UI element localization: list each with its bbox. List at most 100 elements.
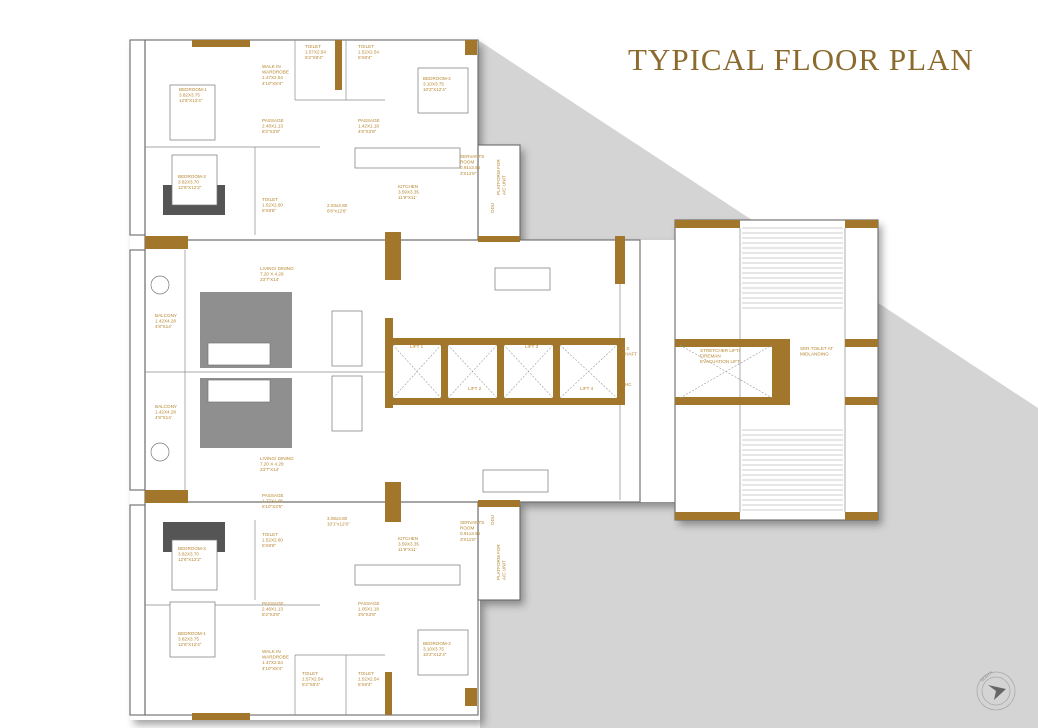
odu-label: ODU — [490, 203, 495, 213]
lift-cross — [392, 344, 442, 399]
room-label-line: 6'8"x12'6" — [327, 209, 347, 214]
room-label-line: TOILET — [305, 44, 321, 49]
bed — [171, 154, 218, 206]
room-label-line: PASSAGE — [358, 601, 380, 606]
room-label-line: 3'5"X3'8" — [358, 612, 377, 617]
room-label-line: 23'7"X14' — [260, 277, 279, 282]
room-label-line: PASSAGE — [262, 601, 284, 606]
lift-cross — [679, 344, 773, 399]
room-label-line: SERVANTS — [460, 154, 484, 159]
room-label-line: 1.05X1.18 — [358, 607, 379, 612]
room-label-line: FIREMAN — [700, 354, 721, 359]
room-label-line: LIFT 1 — [410, 344, 424, 349]
room-label-line: PASSAGE — [358, 118, 380, 123]
room-label-line: LIFT 4 — [580, 386, 594, 391]
odu-label: ODU — [490, 515, 495, 525]
room-label-line: 10'1"x12'6" — [327, 522, 350, 527]
room-label-line: WARDROBE — [262, 655, 289, 660]
room-label-line: 5'10"X3'5" — [262, 504, 283, 509]
room-label-line: 2.48X1.13 — [262, 607, 283, 612]
ac-platform-label-line: PLATFORM FOR — [496, 159, 501, 195]
room-label-line: 0.91x3.55 — [460, 531, 481, 536]
room-label-line: WALK IN — [262, 649, 281, 654]
room-label-line: TOILET — [302, 671, 318, 676]
room-label-line: 10'2"X12'4" — [423, 652, 447, 657]
room-label-line: 3.82X3.75 — [179, 93, 200, 98]
room-label-line: 5'2"X8'4" — [305, 55, 324, 60]
room-label-line: 1.57X2.54 — [305, 50, 326, 55]
room-label-line: 1.42X4.28 — [155, 319, 176, 324]
lift-cross — [503, 344, 554, 399]
room-label-line: SER.TOILET AT — [800, 346, 833, 351]
dining-table — [331, 310, 363, 367]
room-label-line: 12'6"X12'4" — [178, 642, 202, 647]
room-label-line: 1.52X2.60 — [262, 538, 283, 543]
room-label-line: 4'10"X8'4" — [262, 81, 283, 86]
room-label-line: 12'6"X12'4" — [179, 98, 203, 103]
lift-cross — [447, 344, 498, 399]
room-label-line: 3.10X3.75 — [423, 647, 444, 652]
room-label-line: WARDROBE — [262, 70, 289, 75]
room-label-line: BEDROOM-1 — [179, 87, 207, 92]
bed — [417, 67, 469, 114]
room-label: LIFT 3 — [525, 344, 539, 349]
island — [494, 267, 551, 291]
room-label-line: 11'9"X11' — [398, 195, 417, 200]
room-label-line: 5'2"X8'4" — [302, 682, 321, 687]
room-label-line: MIDLANDING — [800, 352, 829, 357]
room-label-line: 8'2"X3'8" — [262, 612, 281, 617]
room-label-line: 7.20 X 4.28 — [260, 462, 284, 467]
room-label-line: 1.47X2.54 — [262, 660, 283, 665]
room-label-line: 1.42X1.18 — [358, 124, 379, 129]
bed — [171, 539, 218, 591]
wall-accents — [145, 40, 878, 720]
sofa — [207, 379, 271, 403]
room-label-line: 3.59X3.35 — [398, 190, 419, 195]
room-label-line: 5'X8'6" — [262, 208, 276, 213]
room-label-line: LIFT 2 — [468, 386, 482, 391]
room-label-line: BEDROOM-2 — [423, 641, 451, 646]
room-label-line: 5'X8'6" — [262, 543, 276, 548]
room-label-line: TOILET — [262, 197, 278, 202]
room-label-line: PASSAGE — [262, 118, 284, 123]
room-label: LIFT 1 — [410, 344, 424, 349]
room-label-line: 1.47X2.54 — [262, 75, 283, 80]
room-label-line: BEDROOM-3 — [178, 546, 206, 551]
room-label-line: 3.10X3.75 — [423, 82, 444, 87]
room-label-line: 4'8"X3'8" — [358, 129, 377, 134]
table-round — [150, 275, 170, 295]
room-label-line: 1.52X2.54 — [358, 677, 379, 682]
room-label-line: 3.82X3.75 — [178, 637, 199, 642]
room-label-line: SHAFT — [622, 352, 637, 357]
room-label-line: 5'X8'4" — [358, 55, 372, 60]
lift-shafts — [392, 344, 773, 399]
room-label-line: 3.82X3.70 — [178, 180, 199, 185]
room-label-line: KITCHEN — [398, 536, 418, 541]
room-label-line: SERVANTS — [460, 520, 484, 525]
room-label-line: 3'X11'8" — [460, 171, 477, 176]
room-label-line: TOILET — [358, 44, 374, 49]
sofa — [207, 342, 271, 366]
room-label-line: 1.42X4.28 — [155, 410, 176, 415]
ac-platform-label-line: A/C UNIT — [502, 175, 507, 195]
room-label-line: ROOM — [460, 160, 474, 165]
room-label-line: 1.52X2.60 — [262, 203, 283, 208]
